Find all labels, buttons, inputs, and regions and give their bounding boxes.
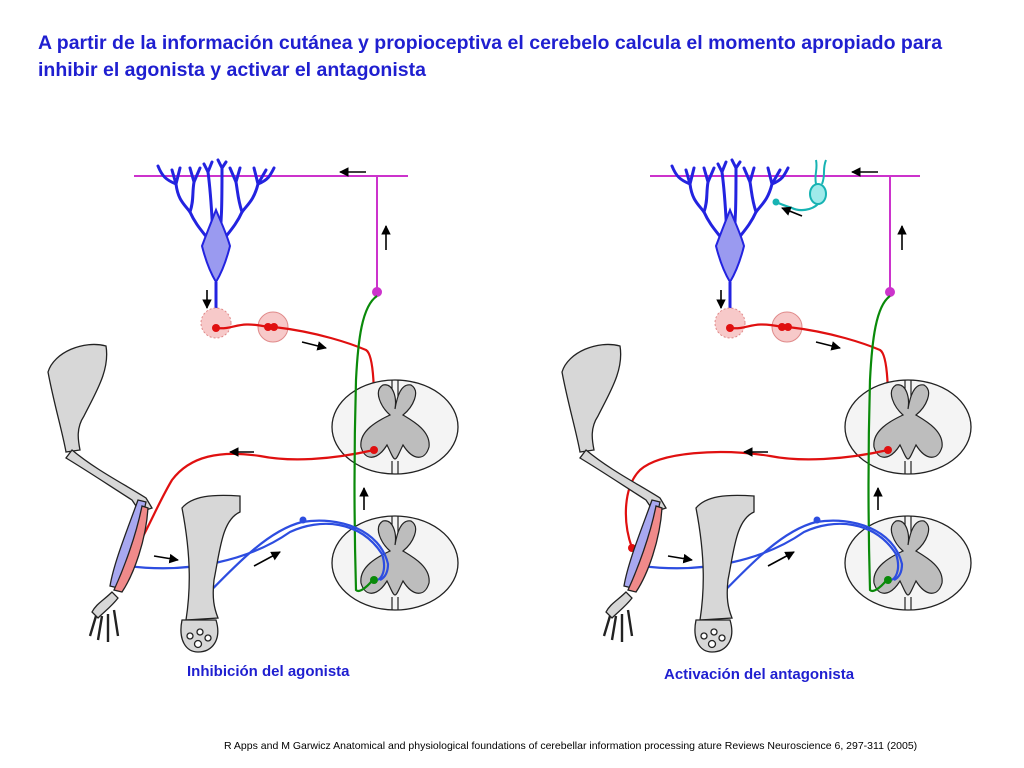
caption-inhibition: Inhibición del agonista [187, 663, 350, 680]
purkinje-cell-icon [670, 158, 790, 322]
motor-neuron-axon [137, 448, 375, 547]
mossy-terminal [885, 287, 895, 297]
direction-arrow-icon [667, 167, 907, 567]
spinocerebellar-tract [353, 295, 378, 592]
motor-neuron-axon [624, 448, 889, 549]
arm-skeleton-icon [561, 343, 667, 642]
caption-activation: Activación del antagonista [664, 666, 855, 683]
spinal-cord-section-icon [844, 379, 972, 475]
spinal-cord-section-icon [331, 379, 459, 475]
deep-nucleus [200, 307, 232, 339]
deep-nucleus [714, 307, 746, 339]
spinocerebellar-tract [867, 295, 891, 592]
citation: R Apps and M Garwicz Anatomical and phys… [224, 740, 918, 752]
leg-skeleton-icon [694, 494, 755, 653]
interneuron-icon [772, 159, 827, 212]
cutaneous-afferent [711, 519, 904, 605]
cutaneous-afferent [197, 519, 390, 605]
purkinje-cell-icon [156, 158, 276, 322]
leg-skeleton-icon [180, 494, 241, 653]
direction-arrow-icon [153, 167, 391, 567]
arm-skeleton-icon [47, 343, 153, 642]
mossy-terminal [372, 287, 382, 297]
spinal-cord-section-icon [844, 515, 972, 611]
panel-activation [561, 158, 972, 653]
slide-title: A partir de la información cutánea y pro… [38, 32, 943, 81]
spinal-cord-section-icon [331, 515, 459, 611]
panel-inhibition [47, 158, 459, 653]
